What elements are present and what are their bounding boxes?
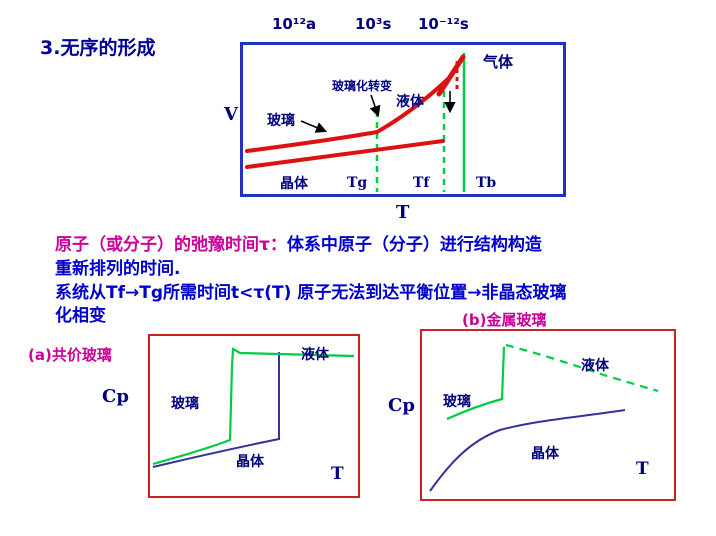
cp-right-caption: (b)金属玻璃 [462,311,547,329]
vt-x-axis-label: T [396,202,410,223]
vt-y-axis-label: V [224,104,238,125]
vt-tick-tb: Tb [476,175,497,191]
gas-curve [436,54,466,97]
cp-left-liquid-label: 液体 [301,347,329,363]
time-scale-label-picoseconds: 10⁻¹²s [418,15,469,33]
paragraph-line-1: 原子（或分子）的弛豫时间τ：体系中原子（分子）进行结构构造 [55,230,542,255]
glass-curve [245,130,379,153]
cp-left-crystal-curve [152,352,280,468]
crystal-curve [245,139,445,169]
vt-tick-tf: Tf [413,175,430,191]
vt-tick-tg: Tg [347,175,368,191]
cp-left-caption: (a)共价玻璃 [28,346,112,364]
cp-left-glass-label: 玻璃 [171,396,199,412]
glass-pointer-arrow [300,120,328,133]
vt-diagram-frame [240,42,566,197]
relaxation-time-definition: 体系中原子（分子）进行结构构造 [286,235,542,255]
paragraph-line-3: 系统从Tf→Tg所需时间t<τ(T) 原子无法到达平衡位置→非晶态玻璃 [55,283,567,303]
cp-right-plot [429,343,659,492]
vt-crystal-label: 晶体 [280,176,308,192]
cp-right-x-axis-label: T [636,459,649,479]
transition-pointer-arrow [369,94,381,118]
time-scale-label-seconds: 10³s [355,15,392,33]
slide-title: 3.无序的形成 [40,37,156,59]
cp-right-liquid-dashed-curve [505,343,659,393]
cp-right-liquid-label: 液体 [581,358,609,374]
relaxation-time-term: 原子（或分子）的弛豫时间τ： [55,235,287,255]
vt-transition-label: 玻璃化转变 [332,79,393,93]
vt-plot [245,53,466,192]
vt-liquid-label: 液体 [396,94,424,110]
paragraph-line-2: 重新排列的时间. [55,259,181,279]
cp-right-glass-curve [446,346,506,421]
time-scale-label-years: 10¹²a [272,15,317,33]
cp-left-glass-liquid-curve [152,347,355,466]
cp-right-crystal-curve [429,409,626,492]
paragraph-line-4: 化相变 [55,306,106,326]
cp-left-y-axis-label: Cp [102,386,129,407]
cp-left-crystal-label: 晶体 [236,454,264,470]
vt-gas-label: 气体 [483,53,514,71]
cp-right-frame [420,329,676,501]
cp-right-y-axis-label: Cp [388,395,415,416]
cp-right-glass-label: 玻璃 [443,394,471,410]
cp-left-frame [148,334,360,498]
cp-right-crystal-label: 晶体 [531,446,559,462]
cp-left-plot [152,347,355,468]
vt-glass-label: 玻璃 [267,113,295,129]
cp-left-x-axis-label: T [331,464,344,484]
